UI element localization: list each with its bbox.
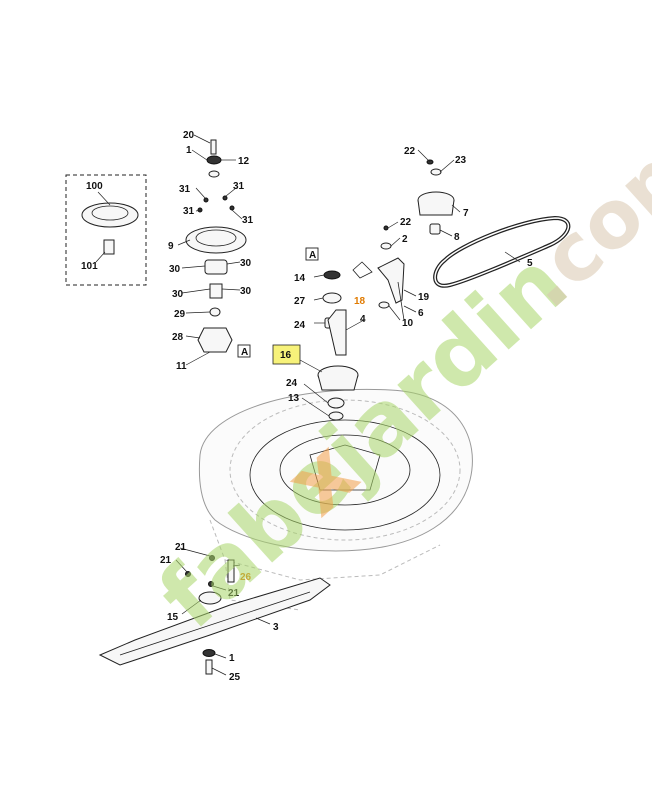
callout-15: 15 xyxy=(167,612,179,623)
callout-24-top: 24 xyxy=(294,320,306,331)
drive-belt xyxy=(433,215,571,288)
alt-pulley-box xyxy=(65,174,147,286)
callout-a-center: A xyxy=(309,250,316,261)
callout-23: 23 xyxy=(455,155,467,166)
callout-30-b: 30 xyxy=(240,258,252,269)
callout-labels: 100 101 20 1 12 31 31 31 31 9 30 30 30 3… xyxy=(81,130,533,683)
callout-24-bottom: 24 xyxy=(286,378,298,389)
callout-30-c: 30 xyxy=(172,289,184,300)
callout-13: 13 xyxy=(288,393,300,404)
callout-20: 20 xyxy=(183,130,195,141)
callout-18: 18 xyxy=(354,296,366,307)
callout-8: 8 xyxy=(454,232,460,243)
callout-22-mid: 22 xyxy=(400,217,412,228)
callout-19: 19 xyxy=(418,292,430,303)
callout-30-a: 30 xyxy=(169,264,181,275)
callout-31-d: 31 xyxy=(242,215,254,226)
callout-5: 5 xyxy=(527,258,533,269)
callout-31-a: 31 xyxy=(179,184,191,195)
callout-a-left: A xyxy=(241,347,248,358)
callout-21-a: 21 xyxy=(175,542,187,553)
callout-27: 27 xyxy=(294,296,306,307)
callout-101: 101 xyxy=(81,261,98,272)
center-spindle-stack xyxy=(299,247,373,421)
callout-4: 4 xyxy=(360,314,366,325)
callout-16: 16 xyxy=(280,350,292,361)
callout-1-bottom: 1 xyxy=(229,653,235,664)
callout-2: 2 xyxy=(402,234,408,245)
callout-14: 14 xyxy=(294,273,306,284)
left-spindle-stack xyxy=(177,134,251,366)
callout-6: 6 xyxy=(418,308,424,319)
callout-10: 10 xyxy=(402,318,414,329)
callout-29: 29 xyxy=(174,309,186,320)
callout-3: 3 xyxy=(273,622,279,633)
callout-26: 26 xyxy=(240,572,252,583)
idler-assembly xyxy=(377,149,461,321)
callout-31-b: 31 xyxy=(233,181,245,192)
highlight-box-16 xyxy=(272,344,301,365)
callout-25: 25 xyxy=(229,672,241,683)
callout-28-top: 28 xyxy=(172,332,184,343)
callout-100: 100 xyxy=(86,181,103,192)
callout-22-top: 22 xyxy=(404,146,416,157)
callout-7: 7 xyxy=(463,208,469,219)
callout-30-d: 30 xyxy=(240,286,252,297)
blade-assembly xyxy=(98,547,331,676)
callout-12: 12 xyxy=(238,156,250,167)
callout-31-c: 31 xyxy=(183,206,195,217)
callout-11: 11 xyxy=(176,361,187,372)
callout-1-top: 1 xyxy=(186,145,192,156)
callout-21-c: 21 xyxy=(228,588,240,599)
callout-21-b: 21 xyxy=(160,555,172,566)
callout-9: 9 xyxy=(168,241,174,252)
